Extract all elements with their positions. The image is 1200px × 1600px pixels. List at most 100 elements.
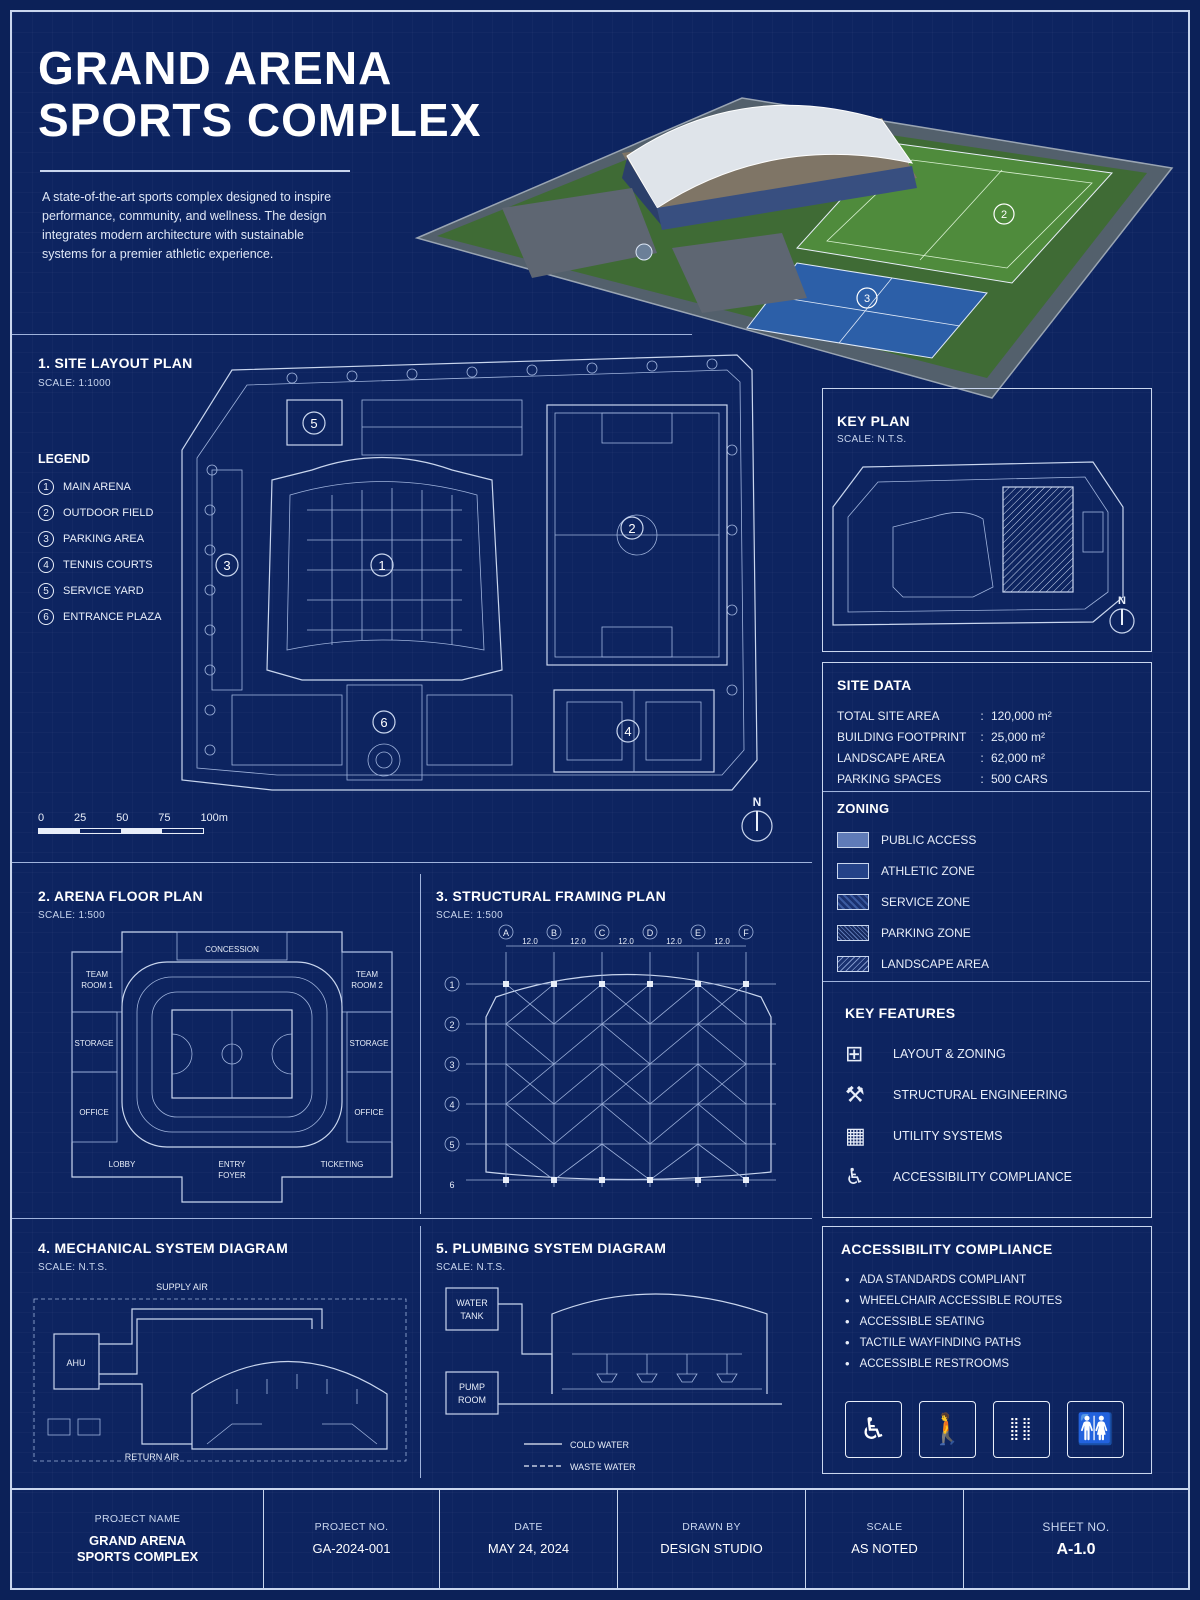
aerial-courts-marker	[856, 287, 878, 309]
accessibility-title: ACCESSIBILITY COMPLIANCE	[841, 1241, 1053, 1257]
feature-item: ⚒STRUCTURAL ENGINEERING	[845, 1081, 1068, 1107]
svg-text:ROOM 1: ROOM 1	[81, 981, 113, 990]
blueprint-sheet: GRAND ARENA SPORTS COMPLEX A state-of-th…	[10, 10, 1190, 1590]
svg-text:TANK: TANK	[460, 1311, 483, 1321]
accessibility-item: •ACCESSIBLE RESTROOMS	[845, 1356, 1010, 1371]
braille-icon: ⠿⠿⠿⠿	[993, 1401, 1050, 1458]
plumbing-diagram: WATER TANK PUMP ROOM COLD WATER WASTE WA…	[445, 1287, 782, 1472]
svg-text:ROOM: ROOM	[458, 1395, 486, 1405]
accessibility-item: •TACTILE WAYFINDING PATHS	[845, 1335, 1022, 1350]
svg-text:12.0: 12.0	[714, 937, 730, 946]
key-plan-panel: KEY PLAN SCALE: N.T.S. N	[822, 388, 1152, 652]
pump-room	[445, 1371, 499, 1415]
svg-text:4: 4	[624, 724, 631, 739]
restroom-icon: 🚻	[1067, 1401, 1124, 1458]
ahu-unit	[53, 1333, 100, 1390]
key-plan-north: N	[1107, 595, 1137, 640]
plumbing-scale: SCALE: N.T.S.	[436, 1262, 506, 1273]
section-divider-2	[12, 1218, 812, 1219]
main-arena	[266, 456, 503, 681]
tree-border	[204, 358, 738, 756]
svg-text:ENTRY: ENTRY	[219, 1160, 247, 1169]
svg-text:OFFICE: OFFICE	[354, 1108, 383, 1117]
parking-west	[211, 469, 243, 691]
svg-text:3: 3	[864, 293, 870, 305]
utility-building-icon: ▦	[845, 1122, 866, 1148]
svg-text:TICKETING: TICKETING	[321, 1160, 364, 1169]
feature-item: ▦UTILITY SYSTEMS	[845, 1122, 1003, 1148]
svg-text:6: 6	[380, 715, 387, 730]
section-divider-1	[12, 862, 812, 863]
svg-text:STORAGE: STORAGE	[350, 1039, 389, 1048]
parking-north	[361, 399, 523, 456]
title-block-scale: SCALE AS NOTED	[806, 1490, 964, 1588]
wheelchair-icon: ♿	[845, 1163, 865, 1189]
zoning-section: ZONING PUBLIC ACCESS ATHLETIC ZONE SERVI…	[837, 801, 989, 979]
zoning-title: ZONING	[837, 801, 890, 816]
data-panel: SITE DATA TOTAL SITE AREA:120,000 m² BUI…	[822, 662, 1152, 1218]
svg-text:12.0: 12.0	[666, 937, 682, 946]
feature-item: ♿ACCESSIBILITY COMPLIANCE	[845, 1163, 1072, 1189]
zone-swatch	[837, 955, 869, 972]
framing-plan-scale: SCALE: 1:500	[436, 910, 503, 921]
site-data-row: PARKING SPACES:500 CARS	[837, 771, 1048, 786]
svg-text:TEAM: TEAM	[356, 970, 379, 979]
svg-text:F: F	[743, 928, 749, 938]
zoning-item: SERVICE ZONE	[837, 886, 989, 917]
seating-bowl	[121, 961, 343, 1148]
floor-plan-scale: SCALE: 1:500	[38, 910, 105, 921]
plumbing-title: 5. PLUMBING SYSTEM DIAGRAM	[436, 1240, 667, 1256]
site-plan-drawing: 5 3 1 2 4 6	[181, 354, 758, 791]
site-data-row: BUILDING FOOTPRINT:25,000 m²	[837, 729, 1046, 744]
outdoor-field	[546, 404, 728, 666]
svg-text:FOYER: FOYER	[218, 1171, 246, 1180]
svg-text:5: 5	[449, 1140, 454, 1150]
mech-scale: SCALE: N.T.S.	[38, 1262, 108, 1273]
svg-text:12.0: 12.0	[618, 937, 634, 946]
accessibility-item: •ADA STANDARDS COMPLIANT	[845, 1272, 1027, 1287]
svg-text:TEAM: TEAM	[86, 970, 109, 979]
floor-plan-title: 2. ARENA FLOOR PLAN	[38, 888, 203, 904]
key-plan-highlight	[1002, 486, 1074, 593]
intro-paragraph: A state-of-the-art sports complex design…	[42, 190, 332, 261]
service-yard	[286, 399, 343, 446]
svg-text:12.0: 12.0	[570, 937, 586, 946]
svg-text:1: 1	[449, 980, 454, 990]
svg-text:LOBBY: LOBBY	[109, 1160, 136, 1169]
feature-item: ⊞LAYOUT & ZONING	[845, 1040, 1006, 1066]
svg-text:2: 2	[628, 521, 635, 536]
aerial-field-marker	[993, 203, 1015, 225]
svg-text:4: 4	[449, 1100, 454, 1110]
svg-text:OFFICE: OFFICE	[79, 1108, 108, 1117]
key-plan-scale: SCALE: N.T.S.	[837, 434, 907, 445]
site-plan-scale: SCALE: 1:1000	[38, 378, 111, 389]
header-divider	[12, 334, 692, 335]
parking-southeast	[426, 694, 513, 766]
site-data-row: LANDSCAPE AREA:62,000 m²	[837, 750, 1046, 765]
site-data-row: TOTAL SITE AREA:120,000 m²	[837, 708, 1052, 723]
north-arrow: N	[740, 795, 774, 848]
svg-text:A: A	[503, 928, 509, 938]
zoning-item: LANDSCAPE AREA	[837, 948, 989, 979]
key-plan-drawing	[832, 461, 1124, 626]
title-block-sheet-no: SHEET NO. A-1.0	[1042, 1520, 1110, 1558]
svg-text:STORAGE: STORAGE	[75, 1039, 114, 1048]
svg-text:1: 1	[378, 558, 385, 573]
svg-text:6: 6	[449, 1180, 454, 1190]
key-features-title: KEY FEATURES	[845, 1005, 956, 1021]
accessibility-item: •WHEELCHAIR ACCESSIBLE ROUTES	[845, 1293, 1063, 1308]
svg-text:3: 3	[223, 558, 230, 573]
site-plan-title: 1. SITE LAYOUT PLAN	[38, 355, 193, 371]
page-title: GRAND ARENA SPORTS COMPLEX	[38, 42, 482, 146]
svg-text:5: 5	[310, 416, 317, 431]
svg-text:12.0: 12.0	[522, 937, 538, 946]
svg-text:CONCESSION: CONCESSION	[205, 945, 259, 954]
svg-text:COLD WATER: COLD WATER	[570, 1440, 630, 1450]
blind-walker-icon: 🚶	[919, 1401, 976, 1458]
water-tank	[445, 1287, 499, 1331]
accessibility-icons: ♿ 🚶 ⠿⠿⠿⠿ 🚻	[845, 1401, 1124, 1458]
key-plan-title: KEY PLAN	[837, 413, 910, 429]
